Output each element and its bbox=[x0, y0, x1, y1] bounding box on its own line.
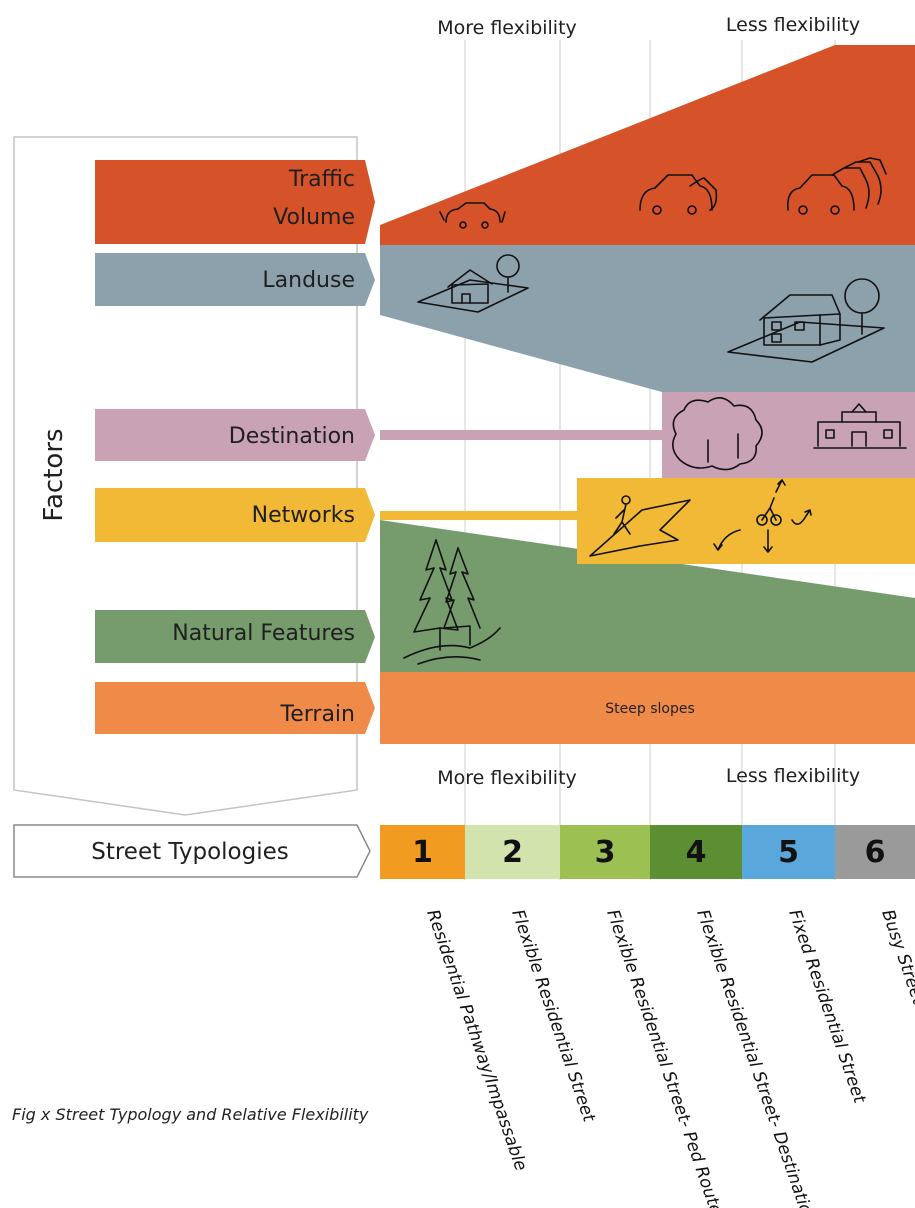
typology-box-6 bbox=[835, 825, 915, 879]
factor-traffic: Traffic Volume bbox=[95, 160, 375, 244]
factor-natural: Natural Features bbox=[95, 610, 375, 663]
typology-box-4 bbox=[650, 825, 742, 879]
top-more-flexibility: More flexibility bbox=[437, 17, 577, 39]
typology-name-2: Flexible Residential Street bbox=[507, 907, 599, 1126]
small-car-sketch-icon bbox=[439, 202, 506, 229]
traffic-band bbox=[380, 45, 915, 245]
terrain-band bbox=[380, 672, 915, 744]
bottom-more-flexibility: More flexibility bbox=[437, 767, 577, 789]
cyclist-arrows-sketch-icon bbox=[713, 479, 812, 553]
pine-trees-sketch-icon bbox=[403, 539, 501, 665]
typology-number-6: 6 bbox=[865, 835, 886, 870]
factor-arrow-networks bbox=[95, 488, 375, 542]
typology-number-5: 5 bbox=[778, 835, 799, 870]
natural-band bbox=[380, 520, 915, 672]
typology-box-1 bbox=[380, 825, 465, 879]
top-less-flexibility: Less flexibility bbox=[726, 14, 860, 36]
factor-landuse: Landuse bbox=[95, 253, 375, 306]
bottom-less-flexibility: Less flexibility bbox=[726, 765, 860, 787]
typology-box-3 bbox=[560, 825, 650, 879]
typology-box-2 bbox=[465, 825, 560, 879]
networks-connector bbox=[380, 511, 580, 520]
factor-label-destination: Destination bbox=[229, 424, 355, 449]
factors-title: Factors bbox=[39, 428, 69, 521]
landuse-band bbox=[380, 245, 915, 392]
factor-label-traffic-2: Volume bbox=[273, 205, 355, 230]
typology-name-6: Busy Street bbox=[877, 907, 915, 1008]
factor-label-terrain: Terrain bbox=[280, 702, 355, 727]
typology-name-1: Residential Pathway/Impassable bbox=[422, 907, 530, 1173]
typology-name-5: Fixed Residential Street bbox=[784, 907, 869, 1107]
typology-number-3: 3 bbox=[595, 835, 616, 870]
street-typologies-label: Street Typologies bbox=[91, 839, 289, 865]
typology-number-4: 4 bbox=[686, 835, 707, 870]
street-typologies-arrow bbox=[13, 824, 371, 878]
factor-arrow-destination bbox=[95, 409, 375, 461]
factor-networks: Networks bbox=[95, 488, 375, 542]
large-house-sketch-icon bbox=[727, 278, 885, 363]
factor-arrow-traffic bbox=[95, 160, 375, 244]
pedestrian-path-sketch-icon bbox=[589, 495, 691, 557]
typology-number-1: 1 bbox=[412, 835, 433, 870]
factor-label-natural: Natural Features bbox=[172, 621, 355, 646]
factor-label-traffic-1: Traffic bbox=[288, 167, 355, 192]
destination-band bbox=[662, 392, 915, 478]
destination-connector bbox=[380, 430, 665, 440]
two-cars-sketch-icon bbox=[639, 174, 718, 215]
trees-sketch-icon bbox=[672, 397, 763, 471]
building-sketch-icon bbox=[813, 403, 907, 449]
typology-number-2: 2 bbox=[502, 835, 523, 870]
factor-arrow-terrain bbox=[95, 682, 375, 734]
factor-arrow-natural bbox=[95, 610, 375, 663]
typology-box-5 bbox=[742, 825, 835, 879]
factor-label-landuse: Landuse bbox=[262, 268, 355, 293]
factor-arrow-landuse bbox=[95, 253, 375, 306]
small-house-sketch-icon bbox=[417, 254, 529, 313]
terrain-note: Steep slopes bbox=[605, 701, 694, 717]
factor-label-networks: Networks bbox=[252, 503, 355, 528]
networks-band bbox=[577, 478, 915, 564]
many-cars-sketch-icon bbox=[786, 157, 887, 215]
figure-caption: Fig x Street Typology and Relative Flexi… bbox=[12, 1105, 369, 1124]
factor-destination: Destination bbox=[95, 409, 375, 461]
factor-terrain: Terrain bbox=[95, 682, 375, 734]
typology-boxes: 1 2 3 4 5 6 bbox=[380, 825, 915, 879]
